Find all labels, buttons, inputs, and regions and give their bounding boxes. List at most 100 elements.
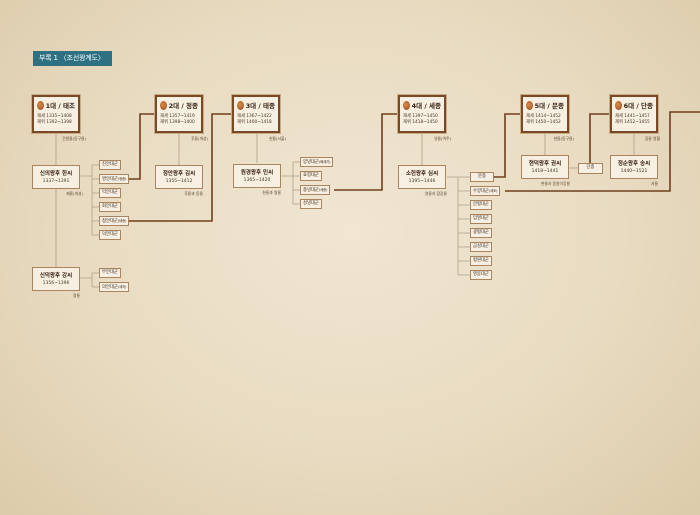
child-ikan[interactable]: 익안대군 [99, 188, 121, 198]
child-uian[interactable]: 의안대군(세자) [99, 282, 130, 292]
king-reign: 재위 1452~1455 [615, 120, 650, 125]
child-name: 익안대군 [102, 190, 118, 195]
queen-tomb: 현릉과 동원이강릉 [540, 181, 570, 186]
child-name: 성녕대군 [303, 201, 319, 206]
king-reign: 재위 1418~1450 [403, 120, 438, 125]
child-name: 평원대군 [473, 258, 489, 263]
queen-box[interactable]: 신의왕후 한씨 1337~1391 [32, 165, 80, 189]
queen-box[interactable]: 정안왕후 김씨 1355~1412 [155, 165, 203, 189]
child-name: 임영대군 [473, 216, 489, 221]
child-pyeongwon[interactable]: 평원대군 [470, 256, 492, 266]
child-note: (정종) [117, 177, 127, 181]
king-lifespan: 재세 1335~1408 [37, 114, 72, 119]
child-name: 안평대군 [473, 202, 489, 207]
king-tomb: 현릉(동구릉) [553, 136, 574, 141]
child-note: (세조) [488, 189, 498, 193]
child-muan[interactable]: 무안대군 [99, 268, 121, 278]
child-name: 광평대군 [473, 230, 489, 235]
child-jeongan[interactable]: 정안대군(태종) [99, 216, 130, 226]
king-lifespan: 재세 1397~1450 [403, 114, 438, 119]
queen-years: 1365~1420 [243, 178, 271, 183]
queen-tomb: 후릉과 동릉 [184, 191, 203, 196]
royal-seal-icon [615, 100, 622, 110]
child-chungnyeong[interactable]: 충녕대군(세종) [300, 185, 331, 195]
queen-name: 현덕왕후 권씨 [528, 161, 562, 167]
child-munjong[interactable]: 문종 [470, 172, 494, 182]
king-reign: 재위 1392~1398 [37, 120, 72, 125]
child-gwangpyeong[interactable]: 광평대군 [470, 228, 492, 238]
king-tomb: 장릉 영월 [644, 136, 660, 141]
queen-box[interactable]: 원경왕후 민씨 1365~1420 [233, 164, 281, 188]
child-name: 문종 [478, 174, 486, 179]
child-name: 영안대군 [102, 177, 118, 182]
queen-name: 소헌왕후 심씨 [405, 171, 439, 177]
child-name: 단종 [586, 165, 595, 170]
child-yeongeung[interactable]: 영응대군 [470, 270, 492, 280]
child-imyeong[interactable]: 임영대군 [470, 214, 492, 224]
king-reign: 재위 1398~1400 [160, 120, 195, 125]
child-yangnyeong[interactable]: 양녕대군(폐세자) [300, 157, 334, 167]
child-name: 수양대군 [473, 189, 489, 194]
child-name: 양녕대군 [303, 160, 319, 165]
king-lifespan: 재세 1441~1457 [615, 114, 650, 119]
appendix-title: 부록 1 〈조선왕계도〉 [33, 51, 112, 66]
child-name: 회안대군 [102, 204, 118, 209]
queen-years: 1337~1391 [42, 179, 70, 184]
child-note: (폐세자) [318, 160, 331, 164]
king-lifespan: 재세 1357~1419 [160, 114, 195, 119]
queen-box[interactable]: 소헌왕후 심씨 1395~1446 [398, 165, 446, 189]
queen-name: 정안왕후 김씨 [162, 171, 196, 177]
queen-name: 원경왕후 민씨 [240, 170, 274, 176]
queen-name: 신의왕후 한씨 [39, 171, 73, 177]
child-suyang[interactable]: 수양대군(세조) [470, 186, 501, 196]
royal-seal-icon [237, 100, 244, 110]
king-reign: 재위 1400~1418 [237, 120, 272, 125]
child-name: 의안대군 [102, 285, 118, 290]
child-jinan[interactable]: 진안대군 [99, 160, 121, 170]
child-hyoryeong[interactable]: 효령대군 [300, 171, 322, 181]
queen-tomb: 헌릉과 쌍릉 [262, 190, 281, 195]
child-note: (태종) [117, 219, 127, 223]
queen-tomb: 사릉 [651, 181, 658, 186]
king-tomb: 영릉(여주) [434, 136, 451, 141]
queen-tomb: 정릉 [73, 293, 80, 298]
royal-seal-icon [160, 100, 167, 110]
king-title: 6대 / 단종 [623, 102, 653, 110]
queen-tomb: 제릉(개성) [66, 191, 83, 196]
family-lines [55, 133, 635, 288]
child-seongnyeong[interactable]: 성녕대군 [300, 199, 322, 209]
child-danjong[interactable]: 단종 [578, 163, 603, 174]
child-yeongan[interactable]: 영안대군(정종) [99, 174, 130, 184]
king-reign: 재위 1450~1452 [526, 120, 561, 125]
king-title: 3대 / 태종 [245, 102, 275, 110]
child-deokan[interactable]: 덕안대군 [99, 230, 121, 240]
child-name: 금성대군 [473, 244, 489, 249]
royal-seal-icon [403, 100, 410, 110]
queen-name: 신덕왕후 강씨 [39, 273, 73, 279]
king-lifespan: 재세 1414~1452 [526, 114, 561, 119]
child-hoean[interactable]: 회안대군 [99, 202, 121, 212]
child-name: 영응대군 [473, 272, 489, 277]
child-geumseong[interactable]: 금성대군 [470, 242, 492, 252]
king-title: 4대 / 세종 [411, 102, 441, 110]
queen-years: 1355~1412 [165, 179, 193, 184]
child-name: 진안대군 [102, 162, 118, 167]
queen-years: 1440~1521 [620, 169, 648, 174]
queen-years: 1395~1446 [408, 179, 436, 184]
succession-lines [124, 111, 700, 222]
child-name: 덕안대군 [102, 232, 118, 237]
queen-box[interactable]: 정순왕후 송씨 1440~1521 [610, 155, 658, 179]
king-tomb: 헌릉(서울) [269, 136, 286, 141]
queen-tomb: 영릉과 합장릉 [424, 191, 447, 196]
child-anpyeong[interactable]: 안평대군 [470, 200, 492, 210]
queen-name: 정순왕후 송씨 [617, 161, 651, 167]
